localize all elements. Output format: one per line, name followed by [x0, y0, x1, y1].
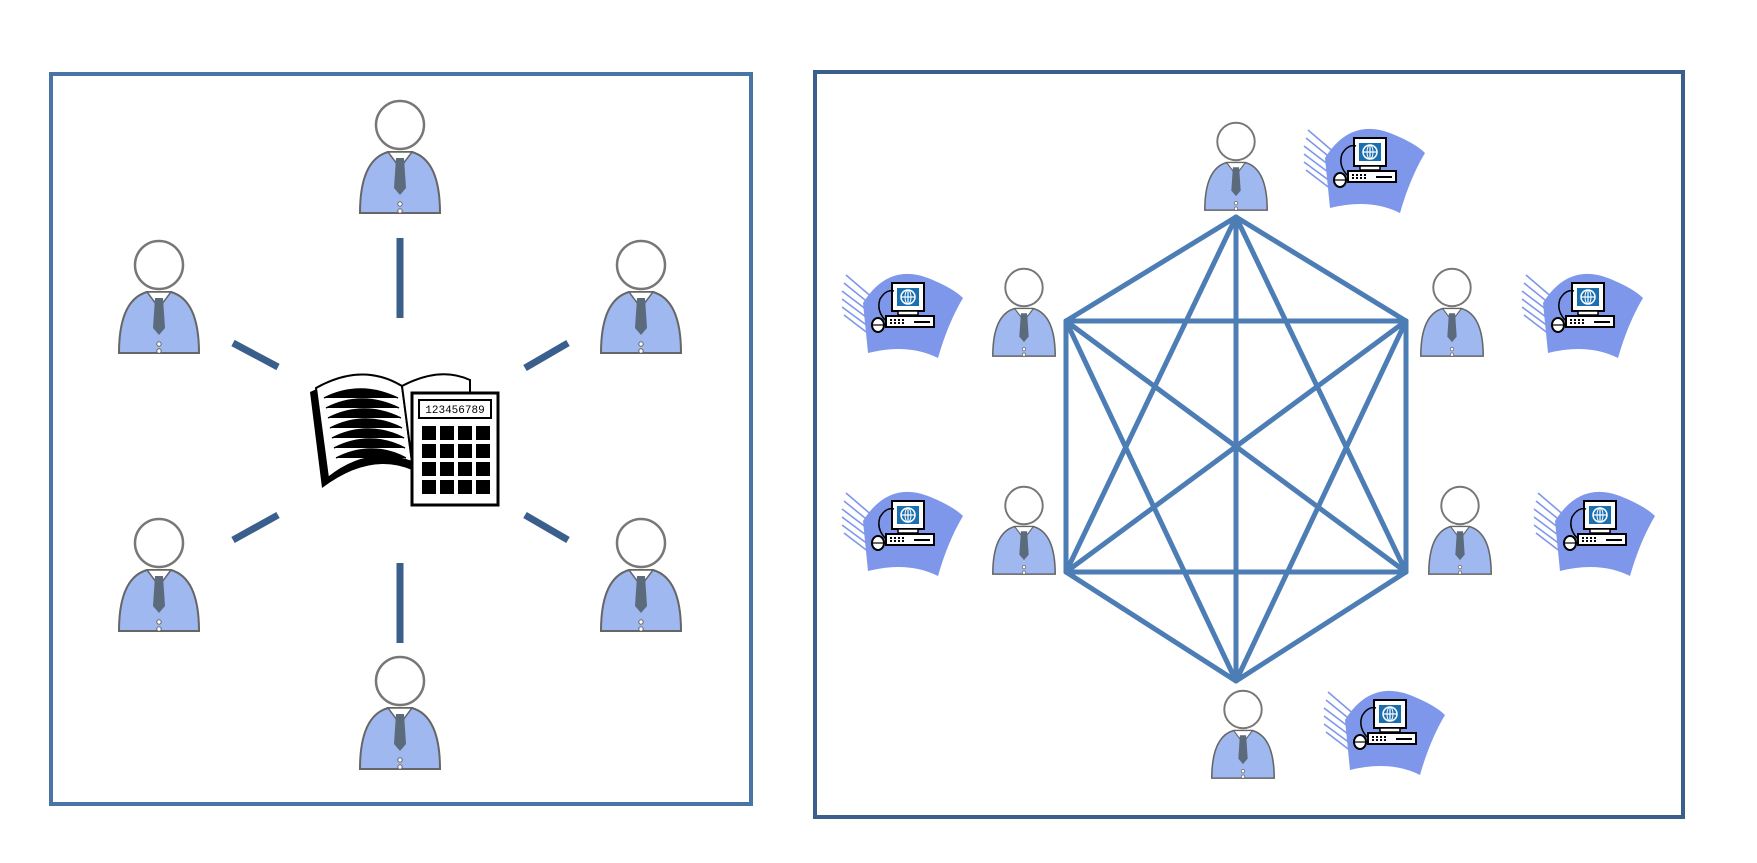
centralized-panel: 123456789 [51, 74, 751, 804]
distributed-panel [815, 72, 1683, 817]
calculator-display: 123456789 [425, 405, 484, 417]
calculator-icon: 123456789 [412, 393, 498, 505]
